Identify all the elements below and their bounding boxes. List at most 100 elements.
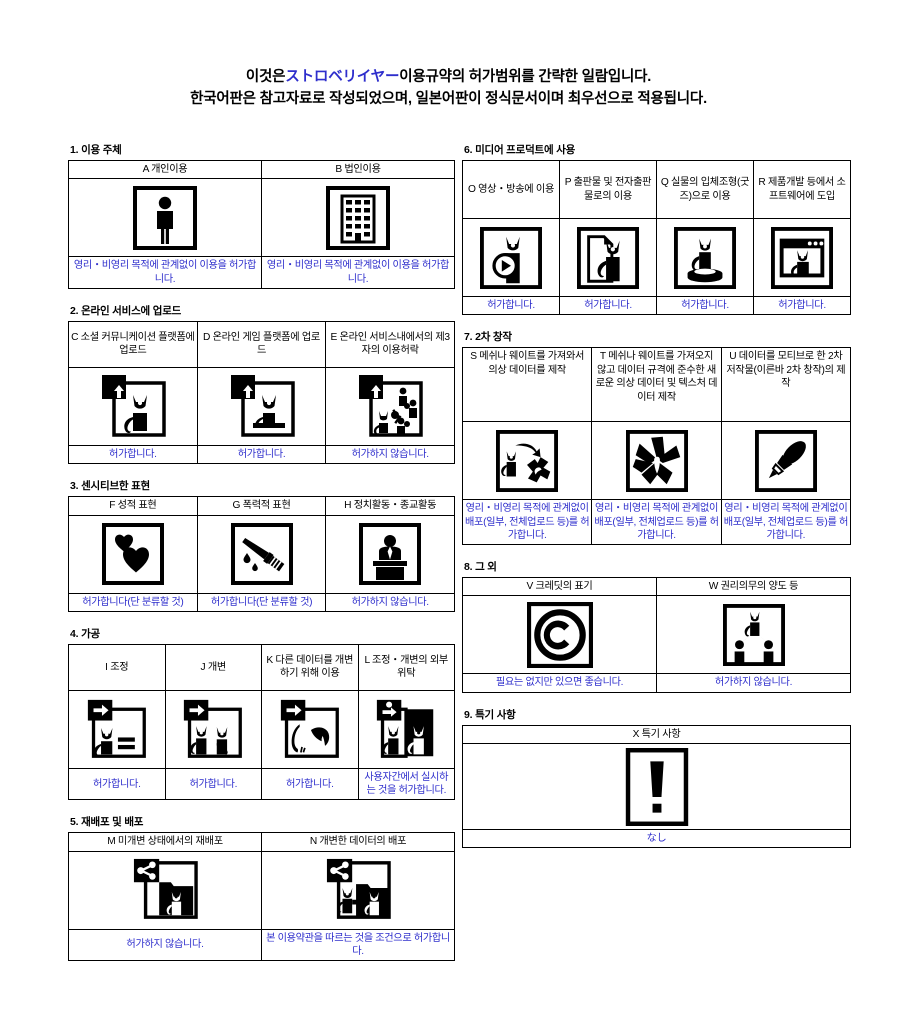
cell-Q-label: Q 실물의 입체조형(굿즈)으로 이용 <box>656 160 754 219</box>
table-row-icons <box>68 850 455 930</box>
cell-K-icon-wrap <box>261 689 359 769</box>
cat-outsourcing-icon <box>361 698 453 760</box>
section-7-table: S 메쉬나 웨이트를 가져와서 의상 데이터를 제작 T 메쉬나 웨이트를 가져… <box>461 347 852 545</box>
cat-two-variants-icon <box>168 698 260 760</box>
right-column: 6. 미디어 프로덕트에 사용 O 영상・방송에 이용 P 출판물 및 전자출판… <box>455 142 897 975</box>
cell-F-label: F 성적 표현 <box>68 496 198 516</box>
cell-Q-permission: 허가합니다. <box>656 295 754 316</box>
section-6-table: O 영상・방송에 이용 P 출판물 및 전자출판물로의 이용 Q 실물의 입체조… <box>462 160 851 316</box>
cell-F-permission: 허가합니다(단 분류할 것) <box>68 592 198 612</box>
table-row-header: S 메쉬나 웨이트를 가져와서 의상 데이터를 제작 T 메쉬나 웨이트를 가져… <box>461 347 852 423</box>
cat-equals-icon <box>71 698 163 760</box>
cell-C-permission: 허가합니다. <box>68 444 198 465</box>
section-9-title: 9. 특기 사항 <box>464 708 516 721</box>
podium-speaker-icon <box>328 523 452 586</box>
header-line-1-pre: 이것은 <box>245 69 286 85</box>
cell-N-label: N 개변한 데이터의 배포 <box>261 832 455 852</box>
section-9-table: X 특기 사항 <box>462 724 851 849</box>
cell-O-permission: 허가합니다. <box>462 295 560 316</box>
table-row-permissions: なし <box>462 829 851 849</box>
cell-K-label: K 다른 데이터를 개변하기 위해 이용 <box>261 643 359 691</box>
transfer-rights-icon <box>659 603 848 666</box>
section-4: 4. 가공 I 조정 J 개변 K 다른 데이터를 개변하기 위해 이용 L 조… <box>68 626 455 801</box>
cell-V-label: V 크레딧의 표기 <box>462 576 657 597</box>
cell-J-label: J 개변 <box>164 643 262 691</box>
section-3-title: 3. 센시티브한 표현 <box>70 480 151 493</box>
table-row-permissions: 영리・비영리 목적에 관계없이 배포(일부, 전체업로드 등)를 허가합니다. … <box>461 499 852 545</box>
cell-A-permission: 영리・비영리 목적에 관계없이 이용을 허가합니다. <box>68 256 262 289</box>
table-row-permissions: 필요는 없지만 있으면 좋습니다. 허가하지 않습니다. <box>462 673 851 693</box>
cell-U-icon-wrap <box>720 421 852 501</box>
cell-L-label: L 조정・개변의 외부위탁 <box>357 643 455 691</box>
table-row-icons <box>68 514 455 594</box>
section-9: 9. 특기 사항 X 특기 사항 <box>462 707 897 849</box>
table-row-permissions: 허가합니다(단 분류할 것) 허가합니다(단 분류할 것) 허가하지 않습니다. <box>68 592 455 612</box>
upload-cat-monitor-icon <box>200 373 324 439</box>
cell-G-icon-wrap <box>196 514 327 594</box>
cat-to-clothing-icon <box>465 429 589 492</box>
cell-T-label: T 메쉬나 웨이트를 가져오지 않고 데이터 규격에 준수한 새로운 의상 데이… <box>591 347 722 423</box>
document-header: 이것은ストロベリイヤー이용규약의 허가범위를 간략한 일람입니다. 한국어판은 … <box>0 0 897 111</box>
table-row-permissions: 허가합니다. 허가합니다. 허가합니다. 허가합니다. <box>462 295 851 316</box>
table-row-header: O 영상・방송에 이용 P 출판물 및 전자출판물로의 이용 Q 실물의 입체조… <box>462 160 851 219</box>
cell-T-icon-wrap <box>591 421 722 501</box>
upload-share-people-icon <box>328 373 452 439</box>
section-2-title: 2. 온라인 서비스에 업로드 <box>70 304 182 317</box>
cell-S-label: S 메쉬나 웨이트를 가져와서 의상 데이터를 제작 <box>461 347 593 423</box>
table-row-icons <box>68 689 455 769</box>
header-line-1: 이것은ストロベリイヤー이용규약의 허가범위를 간략한 일람입니다. <box>0 66 897 88</box>
table-row-permissions: 허가하지 않습니다. 본 이용약관을 따르는 것을 조건으로 허가합니다. <box>68 928 455 962</box>
cat-tail-part-icon <box>264 698 356 760</box>
upload-cat-icon <box>71 373 195 439</box>
section-6: 6. 미디어 프로덕트에 사용 O 영상・방송에 이용 P 출판물 및 전자출판… <box>462 142 897 316</box>
section-3-table: F 성적 표현 G 폭력적 표현 H 정치활동・종교활동 <box>68 496 455 612</box>
cell-H-icon-wrap <box>325 514 455 594</box>
cell-L-permission: 사용자간에서 실시하는 것을 허가합니다. <box>357 767 455 801</box>
cell-P-permission: 허가합니다. <box>559 295 657 316</box>
knife-blood-icon <box>200 523 324 586</box>
cell-X-icon-wrap <box>462 743 851 831</box>
cell-B-icon-wrap <box>261 178 455 258</box>
cell-C-icon-wrap <box>68 366 198 446</box>
cell-Q-icon-wrap <box>656 218 754 297</box>
cat-figure-stand-icon <box>659 226 751 289</box>
section-3: 3. 센시티브한 표현 F 성적 표현 G 폭력적 표현 H 정치활동・종교활동 <box>68 478 455 612</box>
cell-P-icon-wrap <box>559 218 657 297</box>
table-row-header: M 미개변 상태에서의 재배포 N 개변한 데이터의 배포 <box>68 832 455 852</box>
table-row-header: X 특기 사항 <box>462 724 851 745</box>
cat-play-button-icon <box>465 226 557 289</box>
cell-S-permission: 영리・비영리 목적에 관계없이 배포(일부, 전체업로드 등)를 허가합니다. <box>461 499 593 545</box>
table-row-header: C 소셜 커뮤니케이션 플랫폼에 업로드 D 온라인 게임 플랫폼에 업로드 E… <box>68 320 455 368</box>
table-row-icons <box>462 743 851 831</box>
cell-V-icon-wrap <box>462 595 657 675</box>
cell-N-permission: 본 이용약관을 따르는 것을 조건으로 허가합니다. <box>261 928 455 962</box>
cat-software-window-icon <box>756 226 848 289</box>
cell-T-permission: 영리・비영리 목적에 관계없이 배포(일부, 전체업로드 등)를 허가합니다. <box>591 499 722 545</box>
table-row-icons <box>68 178 455 258</box>
building-icon <box>264 185 452 250</box>
cell-M-permission: 허가하지 않습니다. <box>68 928 262 962</box>
cell-O-icon-wrap <box>462 218 560 297</box>
table-row-permissions: 영리・비영리 목적에 관계없이 이용을 허가합니다. 영리・비영리 목적에 관계… <box>68 256 455 289</box>
section-1-table: A 개인이용 B 법인이용 <box>68 159 455 289</box>
table-row-permissions: 허가합니다. 허가합니다. 허가합니다. 사용자간에서 실시하는 것을 허가합니… <box>68 767 455 801</box>
table-row-header: I 조정 J 개변 K 다른 데이터를 개변하기 위해 이용 L 조정・개변의 … <box>68 643 455 691</box>
section-1: 1. 이용 주체 A 개인이용 B 법인이용 <box>68 142 455 289</box>
table-row-icons <box>462 218 851 297</box>
section-8-title: 8. 그 외 <box>464 561 497 573</box>
cell-M-label: M 미개변 상태에서의 재배포 <box>68 832 262 852</box>
cell-E-label: E 온라인 서비스내에서의 제3자의 이용허락 <box>325 320 455 368</box>
cell-M-icon-wrap <box>68 850 262 930</box>
share-folder-modified-cat-icon <box>264 857 452 923</box>
section-2: 2. 온라인 서비스에 업로드 C 소셜 커뮤니케이션 플랫폼에 업로드 D 온… <box>68 303 455 465</box>
cell-W-icon-wrap <box>656 595 851 675</box>
exclamation-icon <box>465 747 848 826</box>
table-row-icons <box>68 366 455 446</box>
section-5: 5. 재배포 및 배포 M 미개변 상태에서의 재배포 N 개변한 데이터의 배… <box>68 814 455 962</box>
cell-V-permission: 필요는 없지만 있으면 좋습니다. <box>462 673 657 693</box>
cell-H-permission: 허가하지 않습니다. <box>325 592 455 612</box>
cell-B-label: B 법인이용 <box>261 159 455 180</box>
table-row-header: V 크레딧의 표기 W 권리의무의 양도 등 <box>462 576 851 597</box>
section-4-title: 4. 가공 <box>70 627 100 640</box>
